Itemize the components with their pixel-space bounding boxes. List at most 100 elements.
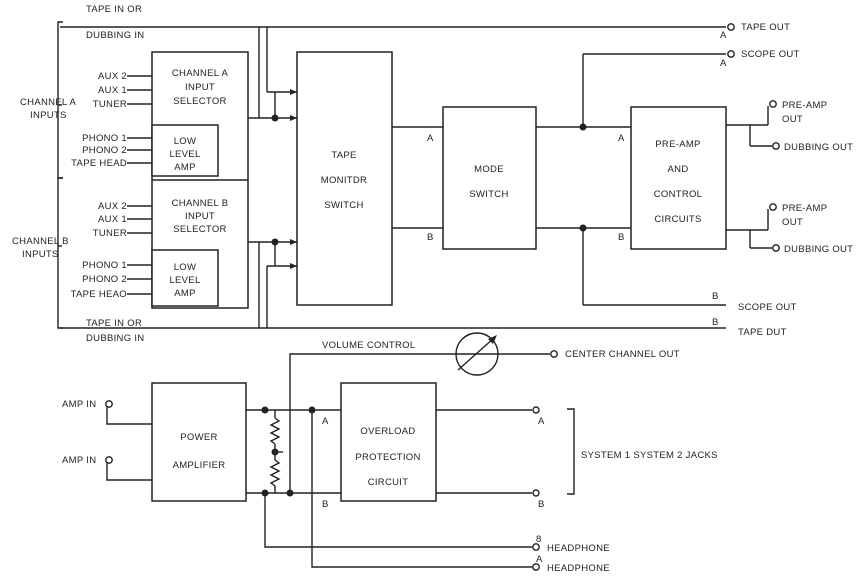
junction-dot: [308, 406, 316, 414]
channel-a-low-level-amp-box: [151, 124, 219, 177]
junction-dot: [271, 238, 279, 246]
headphone-a-label: HEADPHONE: [547, 563, 610, 574]
power-amp-label-1: POWER: [180, 432, 217, 443]
preamp-out-a-label-1: PRE-AMP: [782, 100, 827, 111]
arrow-icon: [290, 239, 297, 245]
channel-a-selector-label-2: INPUT: [185, 82, 215, 93]
marker-b: B: [712, 317, 719, 328]
source-phono1-b: PHONO 1: [82, 260, 127, 271]
amp-in-label-1: AMP IN: [62, 399, 96, 410]
marker-b: B: [618, 232, 625, 243]
junction-dot: [271, 448, 279, 456]
channel-a-selector-label-3: SELECTOR: [173, 96, 226, 107]
system-jacks-label: SYSTEM 1 SYSTEM 2 JACKS: [581, 450, 718, 461]
amp-in-terminal: [105, 456, 113, 464]
tape-out-b-label: TAPE DUT: [738, 327, 787, 338]
source-phono2-b: PHONO 2: [82, 274, 127, 285]
junction-dot: [271, 114, 279, 122]
channel-a-inputs-label-line2: INPUTS: [30, 110, 67, 121]
marker-b: 8: [536, 534, 542, 545]
amp-in-label-2: AMP IN: [62, 455, 96, 466]
channel-a-amp-label-1: LOW: [174, 136, 197, 147]
tape-in-b-label-line2: DUBBING IN: [86, 333, 144, 344]
amp-in-terminal: [105, 400, 113, 408]
scope-out-b-label: SCOPE OUT: [738, 302, 797, 313]
marker-b: B: [322, 499, 329, 510]
preamp-label-1: PRE-AMP: [655, 139, 700, 150]
mode-switch-box: [442, 106, 537, 250]
center-channel-out-terminal: [550, 350, 558, 358]
headphone-b-terminal: [532, 543, 540, 551]
marker-a: A: [720, 30, 727, 41]
channel-b-selector-label-3: SELECTOR: [173, 224, 226, 235]
preamp-label-4: CIRCUITS: [654, 214, 701, 225]
tape-out-a-label: TAPE OUT: [741, 22, 790, 33]
tape-monitor-label-2: MONITDR: [321, 175, 367, 186]
tape-in-b-label-line1: TAPE IN OR: [86, 318, 142, 329]
channel-b-selector-label-1: CHANNEL B: [172, 198, 229, 209]
source-phono1-a: PHONO 1: [82, 133, 127, 144]
system-jack-b-terminal: [532, 489, 540, 497]
preamp-out-b-label-2: OUT: [782, 217, 803, 228]
tape-out-a-terminal: [727, 23, 735, 31]
source-tapehead-a: TAPE HEAD: [71, 158, 127, 169]
preamp-label-2: AND: [668, 164, 689, 175]
source-tuner-b: TUNER: [93, 228, 127, 239]
tape-monitor-label-1: TAPE: [331, 150, 356, 161]
junction-dot: [286, 489, 294, 497]
channel-b-amp-label-3: AMP: [174, 288, 196, 299]
marker-a: A: [538, 416, 545, 427]
scope-out-a-label: SCOPE OUT: [741, 49, 800, 60]
mode-switch-label-2: SWITCH: [469, 189, 508, 200]
arrow-icon: [290, 115, 297, 121]
headphone-a-terminal: [532, 563, 540, 571]
tape-in-a-label-line1: TAPE IN OR: [86, 4, 142, 15]
volume-control-potentiometer-icon: [455, 332, 500, 376]
junction-dot: [261, 489, 269, 497]
dubbing-out-a-terminal: [772, 142, 780, 150]
mode-switch-label-1: MODE: [474, 164, 504, 175]
junction-dot: [579, 224, 587, 232]
channel-b-amp-label-2: LEVEL: [169, 275, 200, 286]
overload-label-1: OVERLOAD: [360, 426, 415, 437]
overload-label-3: CIRCUIT: [368, 477, 409, 488]
tape-monitor-label-3: SWITCH: [324, 200, 363, 211]
channel-a-amp-label-2: LEVEL: [169, 149, 200, 160]
marker-b: B: [712, 291, 719, 302]
volume-control-label: VOLUME CONTROL: [322, 340, 415, 351]
power-amplifier-box: [151, 382, 247, 502]
preamp-control-box: [630, 106, 727, 250]
junction-dot: [261, 406, 269, 414]
center-channel-out-label: CENTER CHANNEL OUT: [565, 349, 680, 360]
channel-b-low-level-amp-box: [151, 249, 219, 307]
dubbing-out-a-label: DUBBING OUT: [784, 142, 853, 153]
scope-out-a-terminal: [727, 50, 735, 58]
power-amp-label-2: AMPLIFIER: [173, 460, 226, 471]
tape-monitor-switch-box: [296, 51, 393, 306]
source-aux2-b: AUX 2: [98, 201, 127, 212]
channel-a-amp-label-3: AMP: [174, 162, 196, 173]
preamp-label-3: CONTROL: [654, 189, 703, 200]
marker-a: A: [427, 133, 434, 144]
source-aux1-a: AUX 1: [98, 85, 127, 96]
preamp-out-a-terminal: [769, 100, 777, 108]
dubbing-out-b-label: DUBBING OUT: [784, 244, 853, 255]
channel-a-selector-label-1: CHANNEL A: [172, 68, 229, 79]
source-phono2-a: PHONO 2: [82, 145, 127, 156]
channel-b-inputs-label-line1: CHANNEL B: [12, 236, 69, 247]
preamp-out-a-label-2: OUT: [782, 114, 803, 125]
source-aux1-b: AUX 1: [98, 214, 127, 225]
tape-in-a-label-line2: DUBBING IN: [86, 30, 144, 41]
marker-a: A: [536, 554, 543, 565]
channel-a-inputs-label-line1: CHANNEL A: [20, 97, 77, 108]
arrow-icon: [290, 89, 297, 95]
source-tuner-a: TUNER: [93, 99, 127, 110]
junction-dot: [579, 123, 587, 131]
overload-label-2: PROTECTION: [355, 452, 420, 463]
preamp-out-b-terminal: [769, 203, 777, 211]
marker-a: A: [322, 416, 329, 427]
preamp-out-b-label-1: PRE-AMP: [782, 203, 827, 214]
source-aux2-a: AUX 2: [98, 71, 127, 82]
system-jack-a-terminal: [532, 406, 540, 414]
